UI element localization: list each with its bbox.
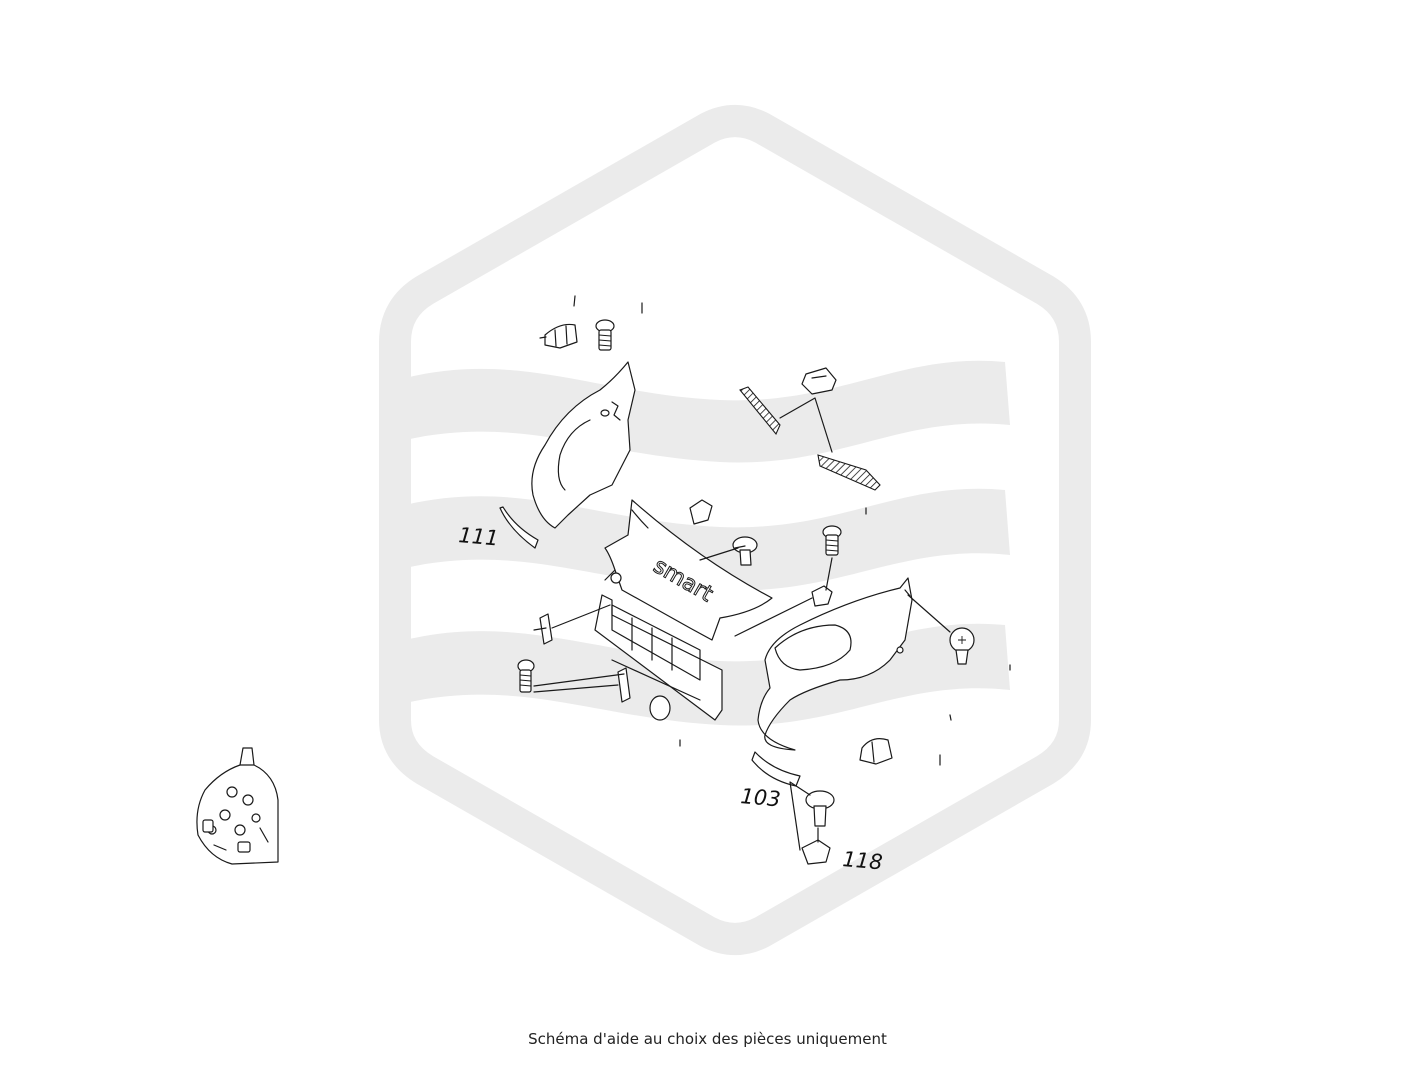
part-103-shape bbox=[751, 751, 801, 787]
part-118-clip bbox=[801, 839, 831, 865]
part-111-shape bbox=[499, 506, 539, 549]
callout-118: 118 bbox=[842, 847, 884, 874]
lower-right-clip-part bbox=[859, 738, 893, 765]
left-clip-part bbox=[539, 323, 578, 349]
right-fender-screw-part bbox=[949, 627, 975, 665]
callout-103: 103 bbox=[740, 784, 782, 811]
upper-right-clip-part bbox=[801, 367, 837, 395]
left-fender-part bbox=[531, 361, 636, 529]
watermark-hexagon bbox=[379, 105, 1091, 955]
center-screw-part bbox=[732, 536, 758, 566]
hardware-bag-part bbox=[196, 747, 279, 865]
watermark-wave-1 bbox=[405, 360, 1010, 463]
hatched-strip-upper bbox=[739, 386, 781, 436]
lower-grille-part bbox=[594, 594, 723, 721]
left-bracket-lower-part bbox=[617, 667, 631, 703]
left-bracket-upper-part bbox=[533, 613, 553, 645]
right-center-screw-part bbox=[822, 525, 842, 556]
left-screw-part bbox=[517, 659, 535, 693]
hatched-strip-lower bbox=[817, 454, 881, 491]
right-fender-part bbox=[757, 577, 913, 751]
callout-111: 111 bbox=[458, 523, 500, 550]
part-118-screw bbox=[805, 790, 835, 827]
center-clip-upper-part bbox=[689, 499, 713, 525]
front-panel-part: smart bbox=[604, 499, 773, 641]
diagram-caption: Schéma d'aide au choix des pièces unique… bbox=[528, 1030, 887, 1048]
fog-lamp-part bbox=[649, 695, 671, 721]
left-top-screw-part bbox=[595, 319, 615, 351]
right-center-clip-part bbox=[811, 585, 833, 607]
